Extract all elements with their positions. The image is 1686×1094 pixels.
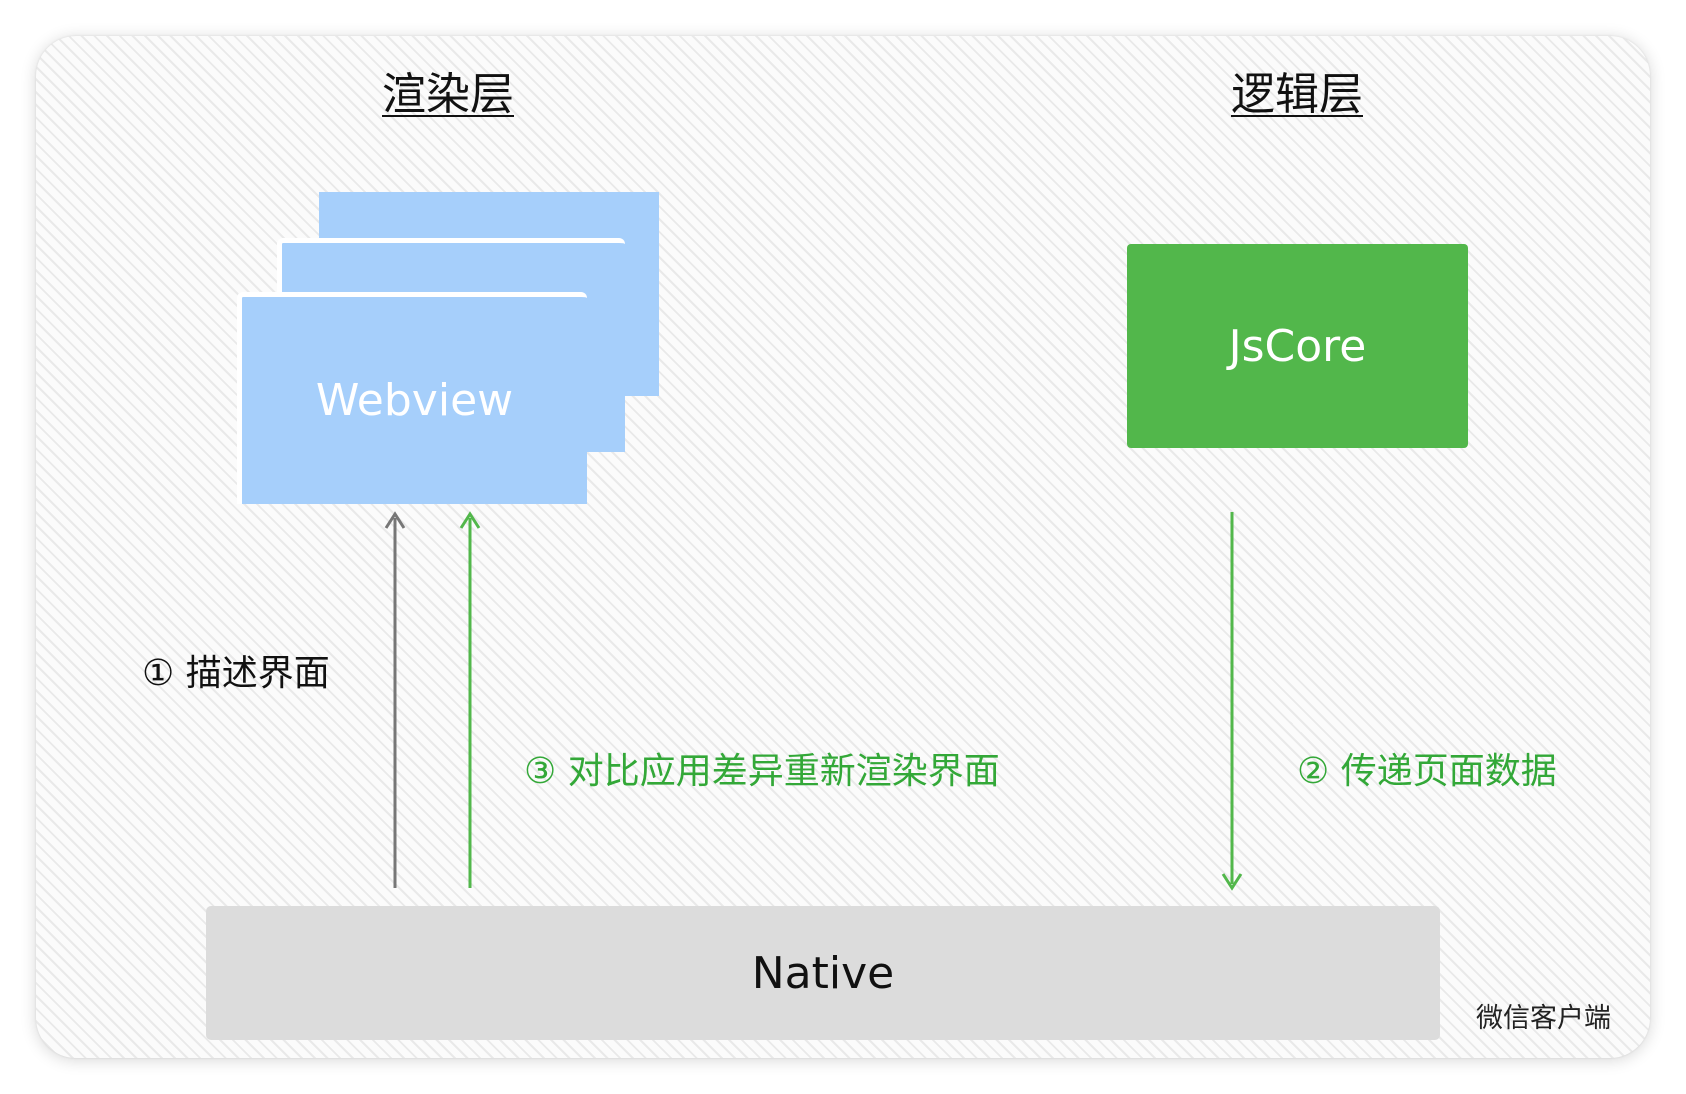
arrow-describe-ui xyxy=(384,511,406,888)
step1-label: ① 描述界面 xyxy=(142,653,330,694)
arrow-rerender-ui xyxy=(459,511,481,888)
jscore-label: JsCore xyxy=(1228,320,1367,372)
render-layer-title: 渲染层 xyxy=(382,69,514,120)
jscore-box: JsCore xyxy=(1127,244,1468,448)
step2-label: ② 传递页面数据 xyxy=(1297,751,1557,792)
native-label: Native xyxy=(751,947,895,999)
wechat-client-label: 微信客户端 xyxy=(1476,1003,1611,1034)
webview-box: Webview xyxy=(237,292,587,504)
step3-label: ③ 对比应用差异重新渲染界面 xyxy=(524,751,1000,792)
wechat-client-container xyxy=(36,36,1650,1058)
native-box: Native xyxy=(206,906,1440,1040)
logic-layer-title: 逻辑层 xyxy=(1231,69,1363,120)
arrow-pass-page-data xyxy=(1221,512,1243,891)
webview-label: Webview xyxy=(315,375,514,426)
